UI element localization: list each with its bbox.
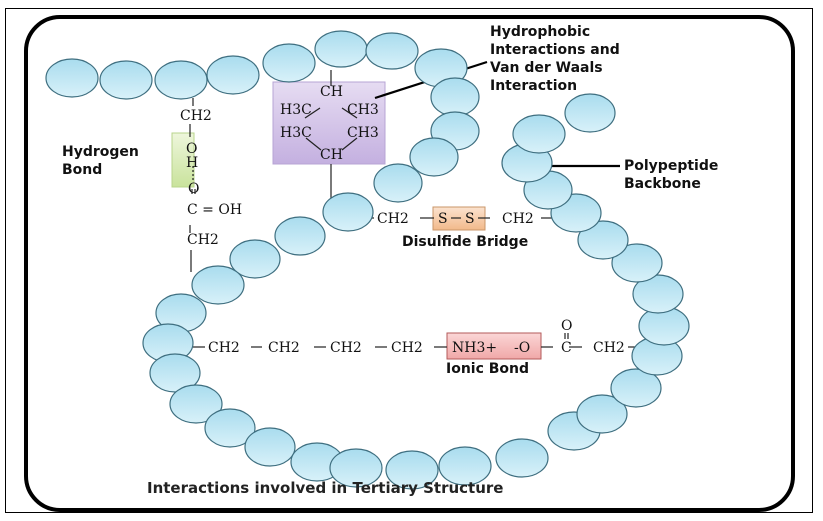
hydrogen-bond-box [171, 132, 195, 188]
h-bond-bottom-ch2: CH2 [187, 232, 219, 248]
amino-acid-bead [206, 55, 260, 95]
amino-acid-bead [322, 192, 374, 232]
disulfide-s2: S [465, 211, 475, 227]
hydrophobic-box [272, 81, 386, 165]
amino-acid-bead [576, 394, 628, 434]
amino-acid-bead [385, 450, 439, 490]
amino-acid-bead [274, 216, 326, 256]
amino-acid-bead [154, 60, 208, 100]
ionic-bond-box [446, 332, 542, 360]
hydrophobic-lower-h3c: H3C [280, 125, 312, 141]
polypeptide-backbone-label: Polypeptide Backbone [624, 158, 718, 192]
amino-acid-bead [204, 408, 256, 448]
image-border [5, 8, 813, 513]
ionic-bond-label: Ionic Bond [446, 361, 529, 377]
ionic-right-ch2: CH2 [593, 340, 625, 356]
amino-acid-bead [512, 114, 566, 154]
hydrophobic-label-line-2: Interactions and [490, 42, 620, 58]
hydrogen-bond-label-line-2: Bond [62, 162, 102, 178]
diagram-caption: Interactions involved in Tertiary Struct… [147, 479, 503, 497]
hydrogen-bond-label-line-1: Hydrogen [62, 144, 139, 160]
ionic-anion: -O [514, 340, 530, 356]
polypeptide-label-line-2: Backbone [624, 176, 701, 192]
ionic-chain-ch2-1: CH2 [208, 340, 240, 356]
bond-lines [189, 70, 640, 348]
amino-acid-bead [45, 58, 99, 98]
amino-acid-bead [632, 274, 684, 314]
amino-acid-bead [495, 438, 549, 478]
h-bond-donor-o: O [186, 141, 197, 157]
h-bond-top-ch2: CH2 [180, 108, 212, 124]
amino-acid-bead [169, 384, 223, 424]
hydrophobic-lower-ch3: CH3 [347, 125, 379, 141]
h-bond-acceptor-o: O [188, 181, 199, 197]
amino-acid-bead [262, 43, 316, 83]
amino-acid-bead [191, 265, 245, 305]
hydrophobic-upper-ch: CH [320, 84, 343, 100]
diagram-frame [24, 15, 795, 512]
amino-acid-bead [577, 220, 629, 260]
hydrophobic-label-line-1: Hydrophobic [490, 24, 590, 40]
disulfide-bridge-label: Disulfide Bridge [402, 234, 528, 250]
ionic-carbonyl-o: O [561, 318, 572, 334]
amino-acid-bead [430, 77, 480, 117]
amino-acid-bead [373, 163, 423, 203]
disulfide-right-ch2: CH2 [502, 211, 534, 227]
amino-acid-bead [611, 243, 663, 283]
ionic-chain-ch2-2: CH2 [268, 340, 300, 356]
hydrophobic-label-line-4: Interaction [490, 78, 577, 94]
amino-acid-bead [99, 60, 153, 100]
amino-acid-bead [610, 368, 662, 408]
polypeptide-label-line-1: Polypeptide [624, 158, 718, 174]
amino-acid-bead [329, 448, 383, 488]
disulfide-left-ch2: CH2 [377, 211, 409, 227]
amino-acid-bead [244, 427, 296, 467]
polypeptide-beads [45, 30, 690, 490]
amino-acid-bead [229, 239, 281, 279]
hydrophobic-upper-ch3: CH3 [347, 102, 379, 118]
ionic-chain-ch2-4: CH2 [391, 340, 423, 356]
amino-acid-bead [438, 446, 492, 486]
disulfide-s1: S [438, 211, 448, 227]
amino-acid-bead [314, 30, 368, 68]
ionic-chain-ch2-3: CH2 [330, 340, 362, 356]
ionic-carbonyl-c: C [561, 340, 572, 356]
hydrophobic-upper-h3c: H3C [280, 102, 312, 118]
amino-acid-bead [564, 93, 616, 133]
ionic-cation: NH3+ [452, 340, 497, 356]
amino-acid-bead [409, 137, 459, 177]
hydrophobic-label-line-3: Van der Waals [490, 60, 603, 76]
hydrophobic-label: Hydrophobic Interactions and Van der Waa… [490, 24, 620, 94]
h-bond-donor-h: H [186, 155, 198, 171]
hydrogen-bond-label: Hydrogen Bond [62, 144, 139, 178]
amino-acid-bead [365, 32, 419, 70]
hydrophobic-lower-ch: CH [320, 147, 343, 163]
h-bond-carboxyl: C = OH [187, 202, 242, 218]
